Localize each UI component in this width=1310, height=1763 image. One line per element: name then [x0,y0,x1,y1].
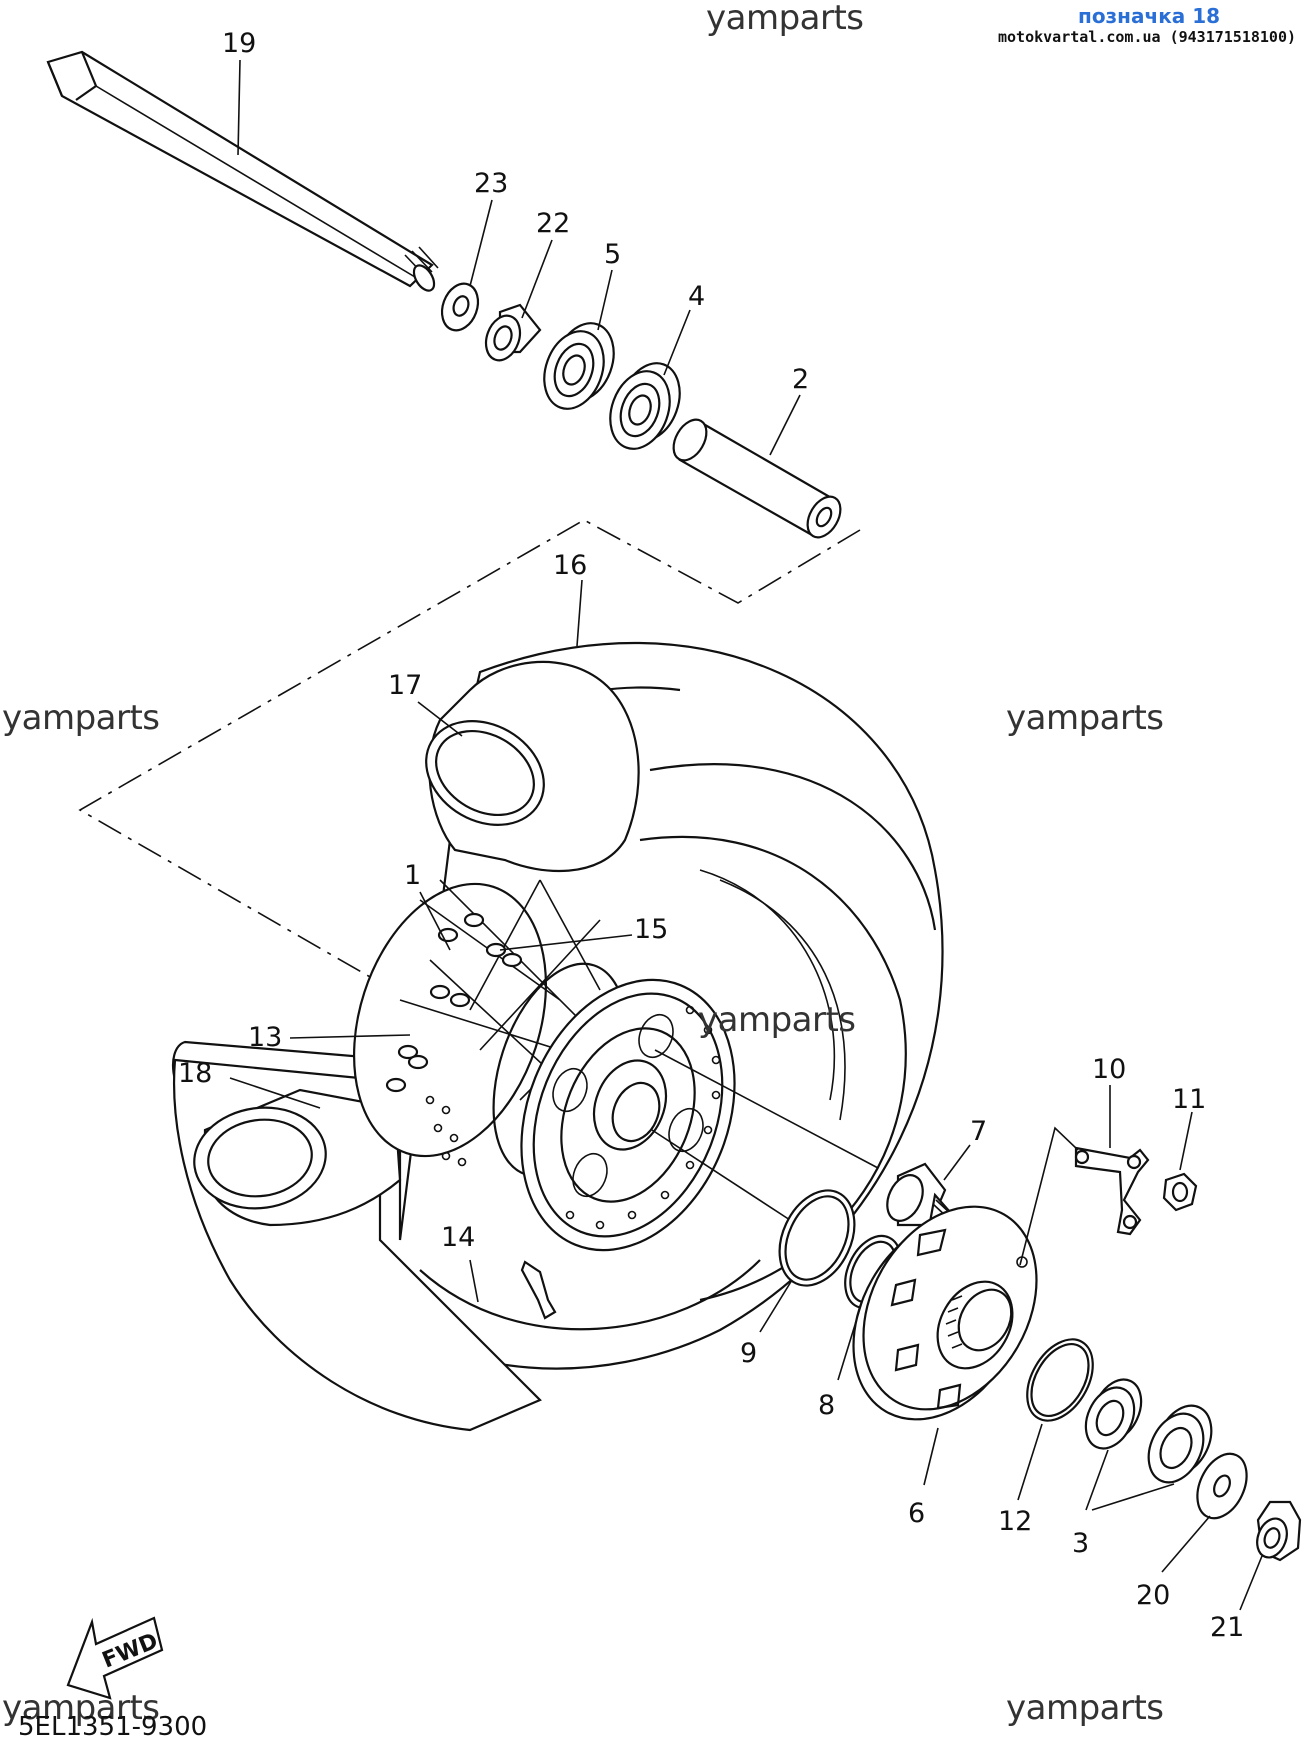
watermark: yamparts [2,698,160,738]
axle-part [46,50,439,292]
callout-12: 12 [998,1506,1032,1537]
callout-19: 19 [222,28,256,59]
callout-22: 22 [536,208,570,239]
tire-section-bottom [172,1058,542,1432]
callout-13: 13 [248,1022,282,1053]
hub-plate-part-6 [852,1205,1038,1421]
watermark: yamparts [706,0,864,38]
watermark: yamparts [698,1000,856,1040]
spacer-part-2 [672,418,842,539]
callout-21: 21 [1210,1612,1244,1643]
tire-section-top [425,660,640,873]
header-note: позначка 18 [1078,4,1221,28]
watermark: yamparts [1006,698,1164,738]
o-ring-part-12 [1026,1338,1094,1422]
diagram-code: 5EL1351-9300 [18,1712,208,1742]
callout-15: 15 [634,914,668,945]
callout-18: 18 [178,1058,212,1089]
washer-part-23 [440,282,480,332]
callout-1: 1 [404,860,421,891]
callout-14: 14 [441,1222,475,1253]
hub-disc [520,978,879,1320]
fwd-arrow-icon: FWD [66,1616,164,1700]
callout-16: 16 [553,550,587,581]
callout-6: 6 [908,1498,925,1529]
callout-5: 5 [604,239,621,270]
bearing-part-4 [609,362,681,450]
washer-part-20 [1196,1452,1248,1520]
o-ring-part-9 [778,1189,856,1287]
bracket-part-10 [1019,1126,1150,1266]
leader-lines [229,59,1263,1611]
callout-labels: 19 23 22 5 4 2 16 17 1 15 13 18 14 7 10 … [178,28,1244,1643]
nut-part-21 [1256,1500,1302,1562]
rotor-holes [565,1005,721,1230]
callout-2: 2 [792,364,809,395]
callout-23: 23 [474,168,508,199]
callout-17: 17 [388,670,422,701]
collar-part-22 [484,303,542,362]
spoke-nipples [385,912,523,1093]
rim-assembly [352,879,628,1178]
assembly-bracket [78,519,861,1001]
bearing-pair-part-3 [1084,1378,1213,1484]
watermark: yamparts [1006,1688,1164,1728]
callout-11: 11 [1172,1084,1206,1115]
bearing-part-5 [543,322,615,410]
callout-9: 9 [740,1338,757,1369]
header-site: motokvartal.com.ua (943171518100) [998,28,1297,46]
callout-10: 10 [1092,1054,1126,1085]
callout-7: 7 [970,1116,987,1147]
callout-3: 3 [1072,1528,1089,1559]
nut-part-11 [1162,1172,1198,1212]
watermark: yamparts [2,1688,160,1728]
callout-8: 8 [818,1390,835,1421]
disc-holes [425,1095,467,1167]
callout-4: 4 [688,281,705,312]
callout-20: 20 [1136,1580,1170,1611]
